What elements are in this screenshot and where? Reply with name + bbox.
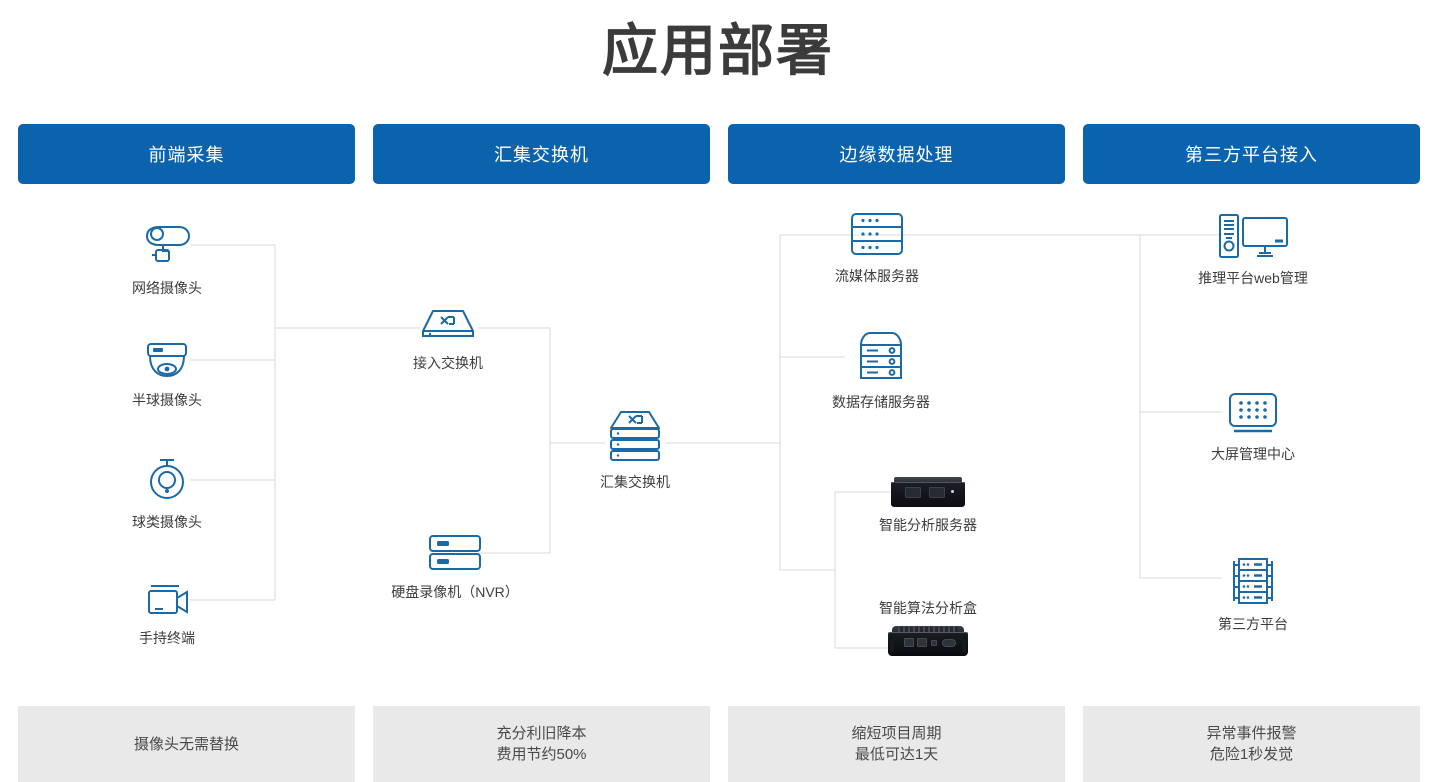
footer-line: 异常事件报警: [1206, 725, 1297, 742]
node-dome-camera[interactable]: 半球摄像头: [67, 340, 267, 410]
edge-box-photo: [888, 626, 968, 656]
footer-line: 充分利旧降本: [496, 725, 587, 742]
node-label: 数据存储服务器: [832, 394, 930, 410]
column-header-third-party[interactable]: 第三方平台接入: [1083, 124, 1420, 184]
video-wall-icon: [1222, 390, 1284, 436]
node-label: 智能分析服务器: [879, 517, 977, 533]
column-header-label: 边缘数据处理: [839, 145, 954, 165]
column-header-label: 汇集交换机: [494, 145, 589, 165]
storage-server-icon: [852, 330, 910, 384]
dome-camera-icon: [139, 340, 195, 382]
node-label: 汇集交换机: [600, 474, 670, 490]
footer-line: 危险1秒发觉: [1209, 746, 1294, 763]
node-label: 接入交换机: [413, 355, 483, 371]
footer-line: 摄像头无需替换: [133, 735, 239, 753]
desktop-tower-icon: [1215, 212, 1291, 260]
nvr-icon: [425, 532, 485, 574]
switch-icon: [417, 305, 479, 345]
node-network-camera[interactable]: 网络摄像头: [67, 222, 267, 298]
node-handheld-terminal[interactable]: 手持终端: [67, 582, 267, 648]
footer-line: 费用节约50%: [496, 746, 587, 763]
stacked-switch-icon: [604, 408, 666, 464]
server-cluster-icon: [1221, 556, 1285, 606]
node-stream-server[interactable]: 流媒体服务器: [777, 210, 977, 286]
footer-line: 最低可达1天: [854, 746, 939, 763]
bullet-camera-icon: [139, 222, 195, 270]
footer-benefit-front-end: 摄像头无需替换: [18, 706, 355, 782]
ptz-camera-icon: [141, 456, 193, 504]
node-label: 球类摄像头: [132, 514, 202, 530]
node-storage-server[interactable]: 数据存储服务器: [781, 330, 981, 412]
node-ptz-camera[interactable]: 球类摄像头: [67, 456, 267, 532]
footer-benefit-aggregation: 充分利旧降本 费用节约50%: [373, 706, 710, 782]
node-label: 流媒体服务器: [835, 268, 919, 284]
node-label: 大屏管理中心: [1211, 446, 1295, 462]
node-aggregation-switch[interactable]: 汇集交换机: [535, 408, 735, 492]
rackmount-photo: [891, 477, 965, 507]
handheld-camcorder-icon: [139, 582, 195, 620]
node-label: 硬盘录像机（NVR）: [391, 584, 519, 600]
column-header-label: 第三方平台接入: [1185, 145, 1318, 165]
node-access-switch[interactable]: 接入交换机: [348, 305, 548, 373]
node-label: 推理平台web管理: [1198, 270, 1308, 286]
node-algorithm-box[interactable]: 智能算法分析盒: [828, 598, 1028, 656]
footer-benefit-edge: 缩短项目周期 最低可达1天: [728, 706, 1065, 782]
page-title: 应用部署: [602, 19, 834, 82]
column-header-front-end[interactable]: 前端采集: [18, 124, 355, 184]
node-label: 网络摄像头: [132, 280, 202, 296]
column-header-edge[interactable]: 边缘数据处理: [728, 124, 1065, 184]
node-label: 手持终端: [139, 630, 195, 646]
node-label: 智能算法分析盒: [879, 600, 977, 616]
node-third-party-platform[interactable]: 第三方平台: [1153, 556, 1353, 634]
node-nvr[interactable]: 硬盘录像机（NVR）: [355, 532, 555, 602]
node-analysis-server[interactable]: 智能分析服务器: [828, 477, 1028, 535]
node-label: 第三方平台: [1218, 616, 1288, 632]
node-web-platform[interactable]: 推理平台web管理: [1153, 212, 1353, 288]
rack-server-icon: [846, 210, 908, 258]
footer-benefit-third-party: 异常事件报警 危险1秒发觉: [1083, 706, 1420, 782]
node-video-wall[interactable]: 大屏管理中心: [1153, 390, 1353, 464]
column-header-label: 前端采集: [148, 145, 225, 165]
column-header-aggregation[interactable]: 汇集交换机: [373, 124, 710, 184]
node-label: 半球摄像头: [132, 392, 202, 408]
footer-line: 缩短项目周期: [851, 725, 942, 742]
